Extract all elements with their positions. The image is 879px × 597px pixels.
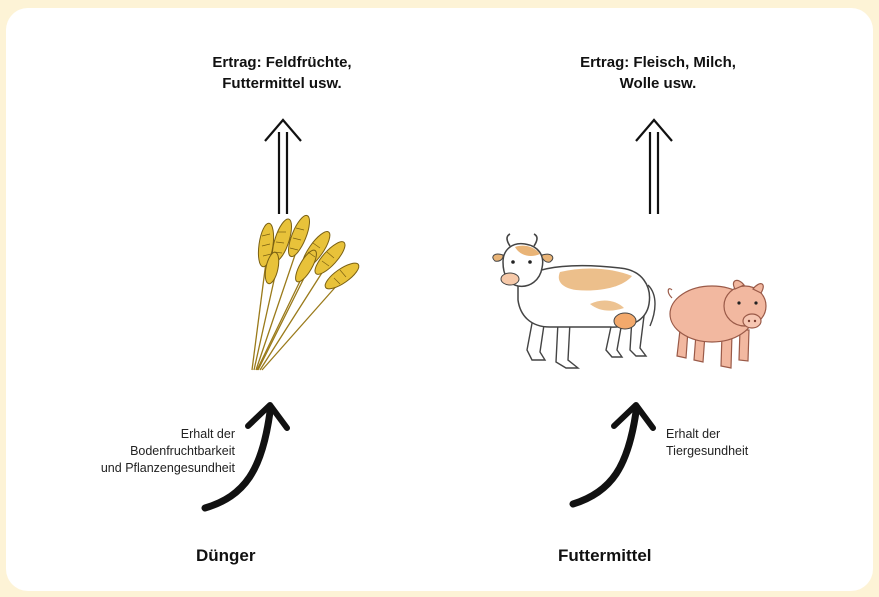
left-note-line-3: und Pflanzengesundheit xyxy=(60,460,235,477)
left-maintenance-note: Erhalt der Bodenfruchtbarkeit und Pflanz… xyxy=(60,426,235,477)
wheat-icon xyxy=(252,213,362,370)
left-input-label: Dünger xyxy=(196,546,256,566)
right-note-line-1: Erhalt der xyxy=(666,426,816,443)
right-maintenance-arrow xyxy=(573,405,653,504)
right-note-line-2: Tiergesundheit xyxy=(666,443,816,460)
left-note-line-2: Bodenfruchtbarkeit xyxy=(60,443,235,460)
left-note-line-1: Erhalt der xyxy=(60,426,235,443)
pig-icon xyxy=(668,280,766,368)
right-input-label: Futtermittel xyxy=(558,546,652,566)
right-maintenance-note: Erhalt der Tiergesundheit xyxy=(666,426,816,460)
cow-icon xyxy=(493,234,655,368)
left-yield-arrow xyxy=(265,120,301,214)
right-yield-arrow xyxy=(636,120,672,214)
